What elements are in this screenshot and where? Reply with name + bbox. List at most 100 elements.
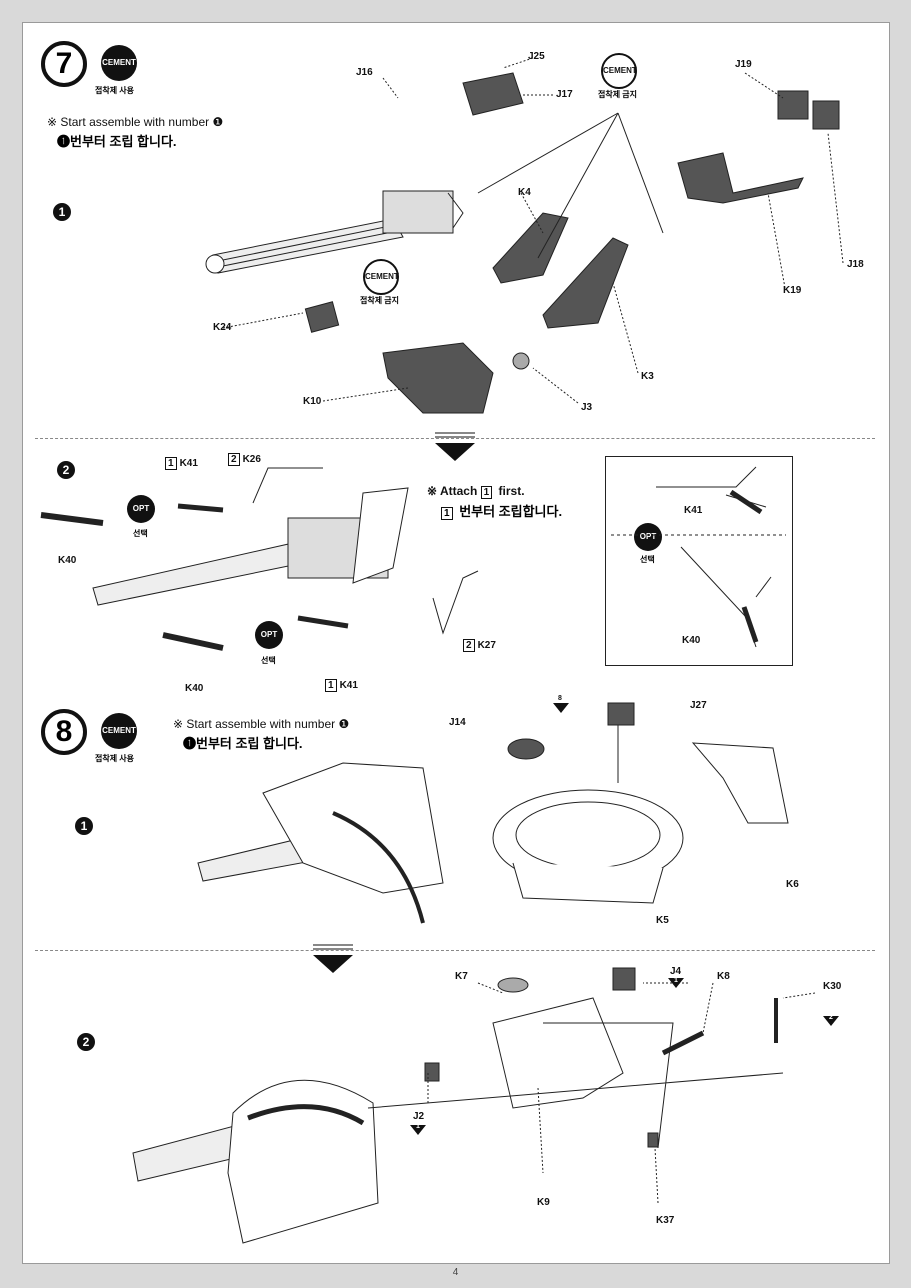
marker-label: 1 [416, 1123, 420, 1130]
part-label: J18 [847, 259, 864, 270]
marker-label: 8 [558, 695, 562, 702]
part-label: J4 [670, 966, 682, 977]
gun-with-handles-drawing [92, 467, 479, 635]
opt-caption-2: 선택 [261, 656, 276, 665]
part-label: K30 [823, 981, 842, 992]
cement-badge-8: CEMENT [101, 713, 137, 749]
part-code: K41 [179, 458, 198, 469]
page-number: 4 [452, 1267, 459, 1278]
inset-drawing [611, 466, 786, 648]
part-label: K10 [303, 396, 322, 407]
marker-label: 2 [829, 1014, 833, 1021]
substep-1-8: 1 [75, 817, 93, 835]
gun-with-cables-drawing [197, 762, 444, 924]
gatling-gun-drawing [205, 190, 464, 274]
start-note-ko-8: ❶번부터 조립 합니다. [183, 736, 303, 751]
k37-part-drawing [647, 1132, 659, 1148]
opt-caption: 선택 [133, 529, 148, 538]
j19-j18-drawing [777, 90, 840, 130]
attach-note-prefix: ※ Attach [427, 484, 478, 498]
cement-badge: CEMENT [101, 45, 137, 81]
part-label: J2 [413, 1111, 425, 1122]
step-arrows [313, 432, 839, 1135]
part-label: J17 [556, 89, 573, 100]
assembly-drawings [40, 57, 844, 1244]
turret-ring-drawing [492, 789, 684, 904]
part-label: K9 [537, 1197, 550, 1208]
j14-part-drawing [507, 738, 545, 760]
substep-1: 1 [53, 203, 71, 221]
start-note-en: ※ Start assemble with number ❶ [47, 115, 224, 129]
divider-2 [35, 950, 875, 951]
k8-handle-drawing [661, 1030, 705, 1056]
part-label: K41 [684, 505, 703, 516]
part-label: K19 [783, 285, 802, 296]
no-cement-caption-2: 접착제 금지 [360, 296, 400, 305]
k19-arm-drawing [677, 152, 804, 204]
attach-note-ko-text: 번부터 조립합니다. [459, 504, 563, 519]
inset-opt-caption: 선택 [640, 555, 655, 564]
part-code: K27 [477, 640, 496, 651]
part-label: K8 [717, 971, 730, 982]
attach-note-suffix: first. [498, 484, 525, 498]
part-label: J3 [581, 402, 593, 413]
part-label: K40 [682, 635, 701, 646]
part-code: K26 [242, 454, 261, 465]
instruction-sheet: 7 CEMENT 접착제 사용 ※ Start assemble with nu… [22, 22, 890, 1264]
opt-badge-2: OPT [255, 621, 283, 649]
marker-label: 1 [674, 977, 678, 984]
part-label: K40 [185, 683, 204, 694]
j3-drawing [512, 352, 530, 370]
attach-note: ※ Attach 1 first. [427, 484, 525, 499]
attach-box-ko: 1 [441, 507, 453, 520]
part-label: K5 [656, 915, 669, 926]
part-label: K6 [786, 879, 799, 890]
k41-handle-drawing [177, 503, 349, 629]
part-label: K3 [641, 371, 654, 382]
opt-badge: OPT [127, 495, 155, 523]
divider [35, 438, 875, 439]
no-cement-badge: CEMENT [601, 53, 637, 89]
start-note-ko: ❶번부터 조립 합니다. [57, 134, 177, 149]
step-number-8: 8 [41, 709, 87, 755]
step-number-7: 7 [41, 41, 87, 87]
start-note-en-8: ※ Start assemble with number ❶ [173, 717, 350, 731]
k9-shield-drawing [492, 997, 624, 1109]
j17-cover-drawing [462, 72, 524, 116]
assembled-turret-drawing [132, 1079, 379, 1244]
part-label: J25 [528, 51, 545, 62]
k40-handle-drawing [40, 512, 224, 651]
cement-caption: 접착제 사용 [95, 86, 135, 95]
no-cement-caption: 접착제 금지 [598, 90, 638, 99]
attach-box: 1 [480, 486, 493, 499]
box-2: 2 [228, 453, 240, 466]
j4-part-drawing [612, 967, 636, 991]
option-inset: OPT 선택 K41 K40 [605, 456, 793, 666]
part-label: K7 [455, 971, 468, 982]
k7-part-drawing [497, 977, 529, 993]
substep-2-8: 2 [77, 1033, 95, 1051]
k6-shield-drawing [691, 742, 789, 824]
inset-opt-badge: OPT [634, 523, 662, 551]
k4-bracket-drawing [492, 212, 569, 284]
part-label: J16 [356, 67, 373, 78]
part-label: K4 [518, 187, 531, 198]
part-label: K24 [213, 322, 232, 333]
k10-base-drawing [382, 342, 494, 414]
box-1b: 1 [325, 679, 337, 692]
cement-caption-8: 접착제 사용 [95, 754, 135, 763]
part-code: K41 [339, 680, 358, 691]
no-cement-badge-2: CEMENT [363, 259, 399, 295]
box-1: 1 [165, 457, 177, 470]
part-label: J27 [690, 700, 707, 711]
j27-part-drawing [607, 702, 635, 783]
k24-drawing [304, 301, 340, 333]
part-label: K40 [58, 555, 77, 566]
box-2b: 2 [463, 639, 475, 652]
part-label: J19 [735, 59, 752, 70]
attach-note-ko: 1 번부터 조립합니다. [441, 501, 562, 520]
